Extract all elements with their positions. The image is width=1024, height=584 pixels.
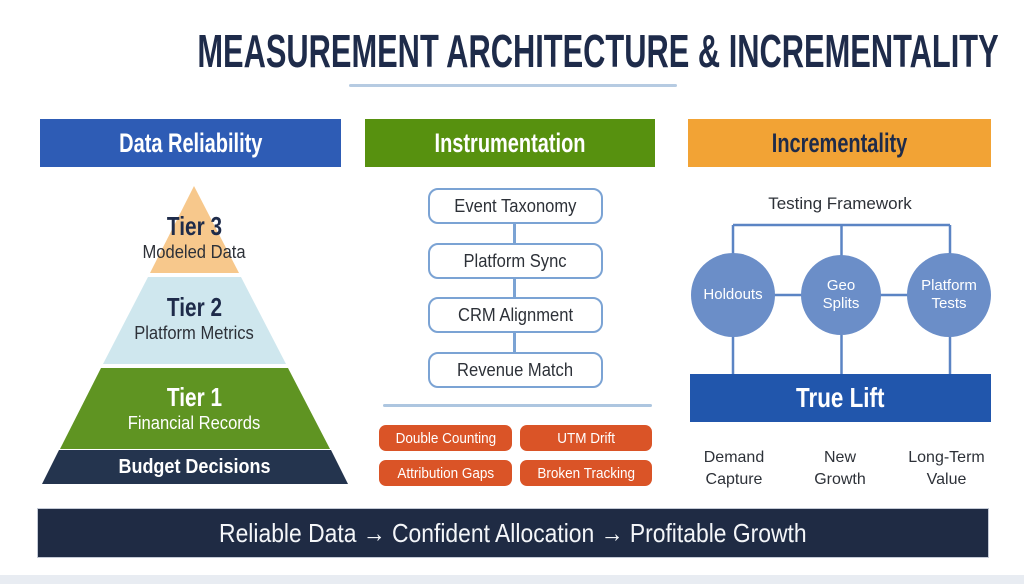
issue-chip-utm-drift: UTM Drift: [520, 425, 652, 451]
header-instrumentation-label: Instrumentation: [434, 127, 586, 158]
flow-step-platform-sync: Platform Sync: [428, 243, 603, 279]
tier3-label: Modeled Data: [142, 242, 246, 262]
issue-chip-attribution-gaps: Attribution Gaps: [379, 460, 512, 486]
pyramid-tier3-shape: [150, 186, 239, 273]
flow-step-revenue-match: Revenue Match: [428, 352, 603, 388]
pyramid-tier2-shape: [103, 277, 286, 364]
page-title-text: MEASUREMENT ARCHITECTURE & INCREMENTALIT…: [197, 25, 999, 77]
test-circle-holdouts: Holdouts: [691, 253, 775, 337]
tier2-name: Tier 2: [166, 292, 222, 322]
test-circle-platform-tests: Platform Tests: [907, 253, 991, 337]
flow-divider: [383, 404, 652, 407]
flow-connector: [513, 222, 516, 245]
footer-banner: Reliable Data → Confident Allocation → P…: [37, 508, 989, 558]
flow-step-crm-alignment: CRM Alignment: [428, 297, 603, 333]
page-title: MEASUREMENT ARCHITECTURE & INCREMENTALIT…: [0, 24, 1024, 78]
title-underline: [349, 84, 677, 87]
testing-framework-label: Testing Framework: [768, 194, 912, 213]
header-data-reliability-label: Data Reliability: [118, 127, 263, 158]
header-instrumentation: Instrumentation: [365, 119, 655, 167]
pyramid-tier1-shape: [60, 368, 330, 449]
pyramid-base-shape: [42, 450, 348, 484]
tier3-name: Tier 3: [166, 211, 222, 241]
tier2-label: Platform Metrics: [134, 323, 254, 343]
flow-connector: [513, 277, 516, 299]
issue-chip-double-counting: Double Counting: [379, 425, 512, 451]
footer-banner-text: Reliable Data → Confident Allocation → P…: [219, 517, 807, 548]
header-incrementality-label: Incrementality: [771, 127, 908, 158]
tier1-label: Financial Records: [127, 413, 261, 433]
pyramid-graphic: [42, 186, 348, 484]
tier1-name: Tier 1: [166, 382, 222, 412]
test-circle-geo-splits: Geo Splits: [801, 255, 881, 335]
footer-strip: [0, 575, 1024, 584]
test-connectors-graphic: [731, 223, 952, 377]
flow-connector: [513, 331, 516, 354]
issue-chip-broken-tracking: Broken Tracking: [520, 460, 652, 486]
outcome-long-term-value: Long-Term Value: [908, 449, 985, 488]
flow-step-event-taxonomy: Event Taxonomy: [428, 188, 603, 224]
header-data-reliability: Data Reliability: [40, 119, 341, 167]
true-lift-bar: True Lift: [690, 374, 991, 422]
outcome-demand-capture: Demand Capture: [703, 449, 765, 488]
header-incrementality: Incrementality: [688, 119, 991, 167]
pyramid-base-label: Budget Decisions: [117, 456, 271, 478]
outcome-new-growth: New Growth: [814, 449, 866, 488]
